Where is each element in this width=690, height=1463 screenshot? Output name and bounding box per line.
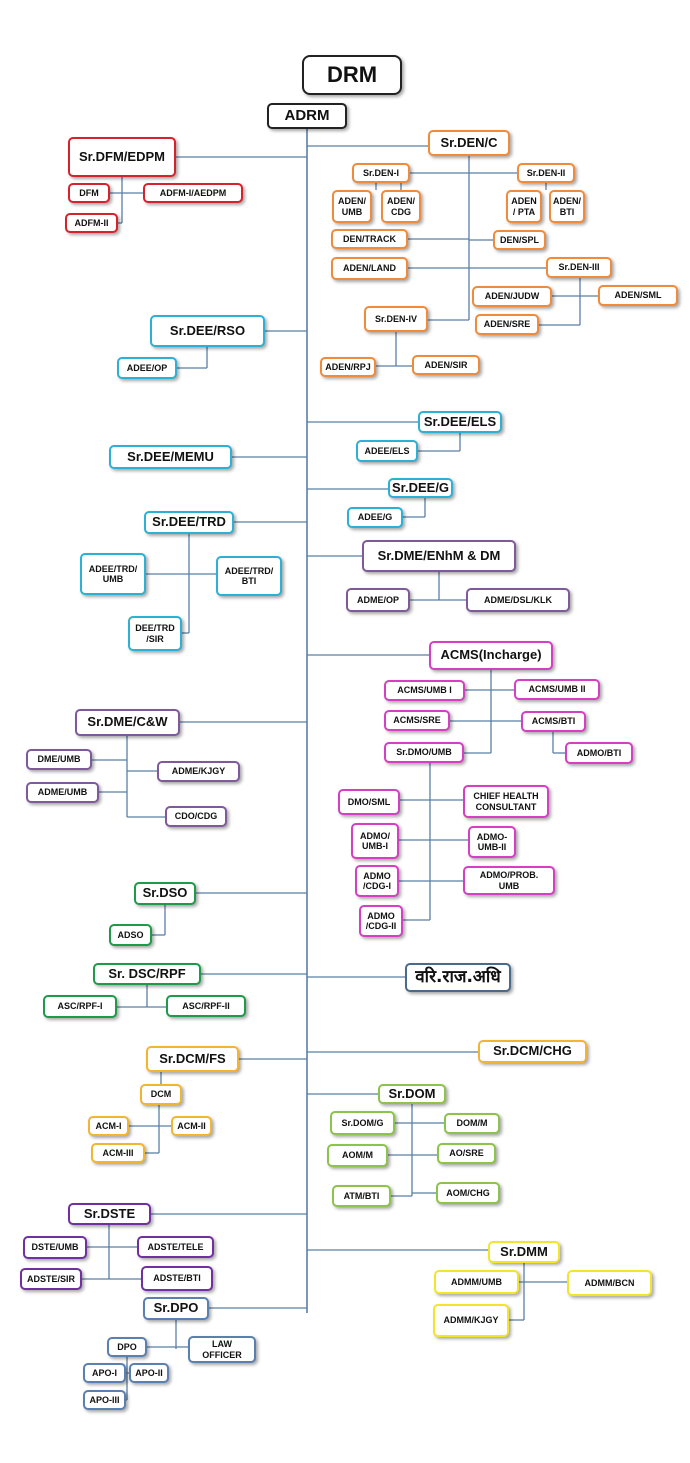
node-atm-bti: ATM/BTI: [332, 1185, 391, 1207]
node-sr-den-ii: Sr.DEN-II: [517, 163, 575, 183]
node-adfm-ii: ADFM-II: [65, 213, 118, 233]
node-sr-dme-enhm: Sr.DME/ENhM & DM: [362, 540, 516, 572]
node-acms-bti: ACMS/BTI: [521, 711, 586, 732]
node-dme-umb: DME/UMB: [26, 749, 92, 770]
node-aom-chg: AOM/CHG: [436, 1182, 500, 1204]
node-aden-rpj: ADEN/RPJ: [320, 357, 376, 377]
node-admo-bti: ADMO/BTI: [565, 742, 633, 764]
node-adee-trd-umb: ADEE/TRD/ UMB: [80, 553, 146, 595]
node-law-officer: LAW OFFICER: [188, 1336, 256, 1363]
node-acms-umb-ii: ACMS/UMB II: [514, 679, 600, 700]
node-aden-judw: ADEN/JUDW: [472, 286, 552, 307]
node-den-spl: DEN/SPL: [493, 230, 546, 250]
node-admo-umb-ii: ADMO- UMB-II: [468, 826, 516, 858]
node-cdo-cdg: CDO/CDG: [165, 806, 227, 827]
node-adste-bti: ADSTE/BTI: [141, 1266, 213, 1291]
node-apo-iii: APO-III: [83, 1390, 126, 1410]
node-aom-m: AOM/M: [327, 1144, 388, 1167]
node-admo-cdg-ii: ADMO /CDG-II: [359, 905, 403, 937]
node-acms-incharge: ACMS(Incharge): [429, 641, 553, 670]
node-acms-sre: ACMS/SRE: [384, 710, 450, 731]
node-sr-dmm: Sr.DMM: [488, 1241, 560, 1263]
node-adee-trd-bti: ADEE/TRD/ BTI: [216, 556, 282, 596]
node-asc-rpf-i: ASC/RPF-I: [43, 995, 117, 1018]
node-sr-dee-rso: Sr.DEE/RSO: [150, 315, 265, 347]
node-ao-sre: AO/SRE: [437, 1143, 496, 1164]
node-vari-raj-adhi: वरि.राज.अधि: [405, 963, 511, 992]
node-adee-op: ADEE/OP: [117, 357, 177, 379]
node-aden-bti: ADEN/ BTI: [549, 190, 585, 223]
node-apo-ii: APO-II: [129, 1363, 169, 1383]
node-aden-land: ADEN/LAND: [331, 257, 408, 280]
node-acm-ii: ACM-II: [171, 1116, 212, 1136]
node-dcm: DCM: [140, 1084, 182, 1105]
node-adste-sir: ADSTE/SIR: [20, 1268, 82, 1290]
node-admo-prob-umb: ADMO/PROB. UMB: [463, 866, 555, 895]
node-den-track: DEN/TRACK: [331, 229, 408, 249]
node-acms-umb-i: ACMS/UMB I: [384, 680, 465, 701]
node-sr-den-c: Sr.DEN/C: [428, 130, 510, 156]
node-aden-sre: ADEN/SRE: [475, 314, 539, 335]
node-sr-dmo-umb: Sr.DMO/UMB: [384, 742, 464, 763]
node-aden-sml: ADEN/SML: [598, 285, 678, 306]
node-adme-op: ADME/OP: [346, 588, 410, 612]
node-sr-dme-cw: Sr.DME/C&W: [75, 709, 180, 736]
node-dpo: DPO: [107, 1337, 147, 1357]
node-adme-umb: ADME/UMB: [26, 782, 99, 803]
node-sr-dom: Sr.DOM: [378, 1084, 446, 1104]
node-dmo-sml: DMO/SML: [338, 789, 400, 815]
node-adme-dsl-klk: ADME/DSL/KLK: [466, 588, 570, 612]
node-sr-dee-trd: Sr.DEE/TRD: [144, 511, 234, 534]
node-admm-umb: ADMM/UMB: [434, 1270, 519, 1294]
node-sr-dpo: Sr.DPO: [143, 1297, 209, 1320]
node-sr-dsc-rpf: Sr. DSC/RPF: [93, 963, 201, 985]
node-admo-umb-i: ADMO/ UMB-I: [351, 823, 399, 859]
node-adfm-i-aedpm: ADFM-I/AEDPM: [143, 183, 243, 203]
node-sr-dcm-fs: Sr.DCM/FS: [146, 1046, 239, 1072]
node-adste-tele: ADSTE/TELE: [137, 1236, 214, 1258]
node-aden-umb: ADEN/ UMB: [332, 190, 372, 223]
node-sr-den-i: Sr.DEN-I: [352, 163, 410, 183]
node-aden-pta: ADEN / PTA: [506, 190, 542, 223]
node-admm-kjgy: ADMM/KJGY: [433, 1304, 509, 1337]
node-aden-cdg: ADEN/ CDG: [381, 190, 421, 223]
node-sr-dfm-edpm: Sr.DFM/EDPM: [68, 137, 176, 177]
node-adme-kjgy: ADME/KJGY: [157, 761, 240, 782]
node-admo-cdg-i: ADMO /CDG-I: [355, 865, 399, 897]
node-chief-health-consultant: CHIEF HEALTH CONSULTANT: [463, 785, 549, 818]
node-dste-umb: DSTE/UMB: [23, 1236, 87, 1259]
node-adee-g: ADEE/G: [347, 507, 403, 528]
node-sr-dee-g: Sr.DEE/G: [388, 478, 453, 498]
node-acm-iii: ACM-III: [91, 1143, 145, 1163]
node-dee-trd-sir: DEE/TRD /SIR: [128, 616, 182, 651]
node-aden-sir: ADEN/SIR: [412, 355, 480, 375]
node-sr-dste: Sr.DSTE: [68, 1203, 151, 1225]
node-sr-dso: Sr.DSO: [134, 882, 196, 905]
node-sr-dcm-chg: Sr.DCM/CHG: [478, 1040, 587, 1063]
node-sr-dom-g: Sr.DOM/G: [330, 1111, 395, 1135]
node-dom-m: DOM/M: [444, 1113, 500, 1134]
node-acm-i: ACM-I: [88, 1116, 129, 1136]
node-sr-den-iv: Sr.DEN-IV: [364, 306, 428, 332]
node-adso: ADSO: [109, 924, 152, 946]
node-dfm: DFM: [68, 183, 110, 203]
node-asc-rpf-ii: ASC/RPF-II: [166, 995, 246, 1017]
node-adrm: ADRM: [267, 103, 347, 129]
node-apo-i: APO-I: [83, 1363, 126, 1383]
node-adee-els: ADEE/ELS: [356, 440, 418, 462]
node-sr-dee-memu: Sr.DEE/MEMU: [109, 445, 232, 469]
node-sr-dee-els: Sr.DEE/ELS: [418, 411, 502, 433]
node-sr-den-iii: Sr.DEN-III: [546, 257, 612, 278]
node-drm: DRM: [302, 55, 402, 95]
node-admm-bcn: ADMM/BCN: [567, 1270, 652, 1296]
